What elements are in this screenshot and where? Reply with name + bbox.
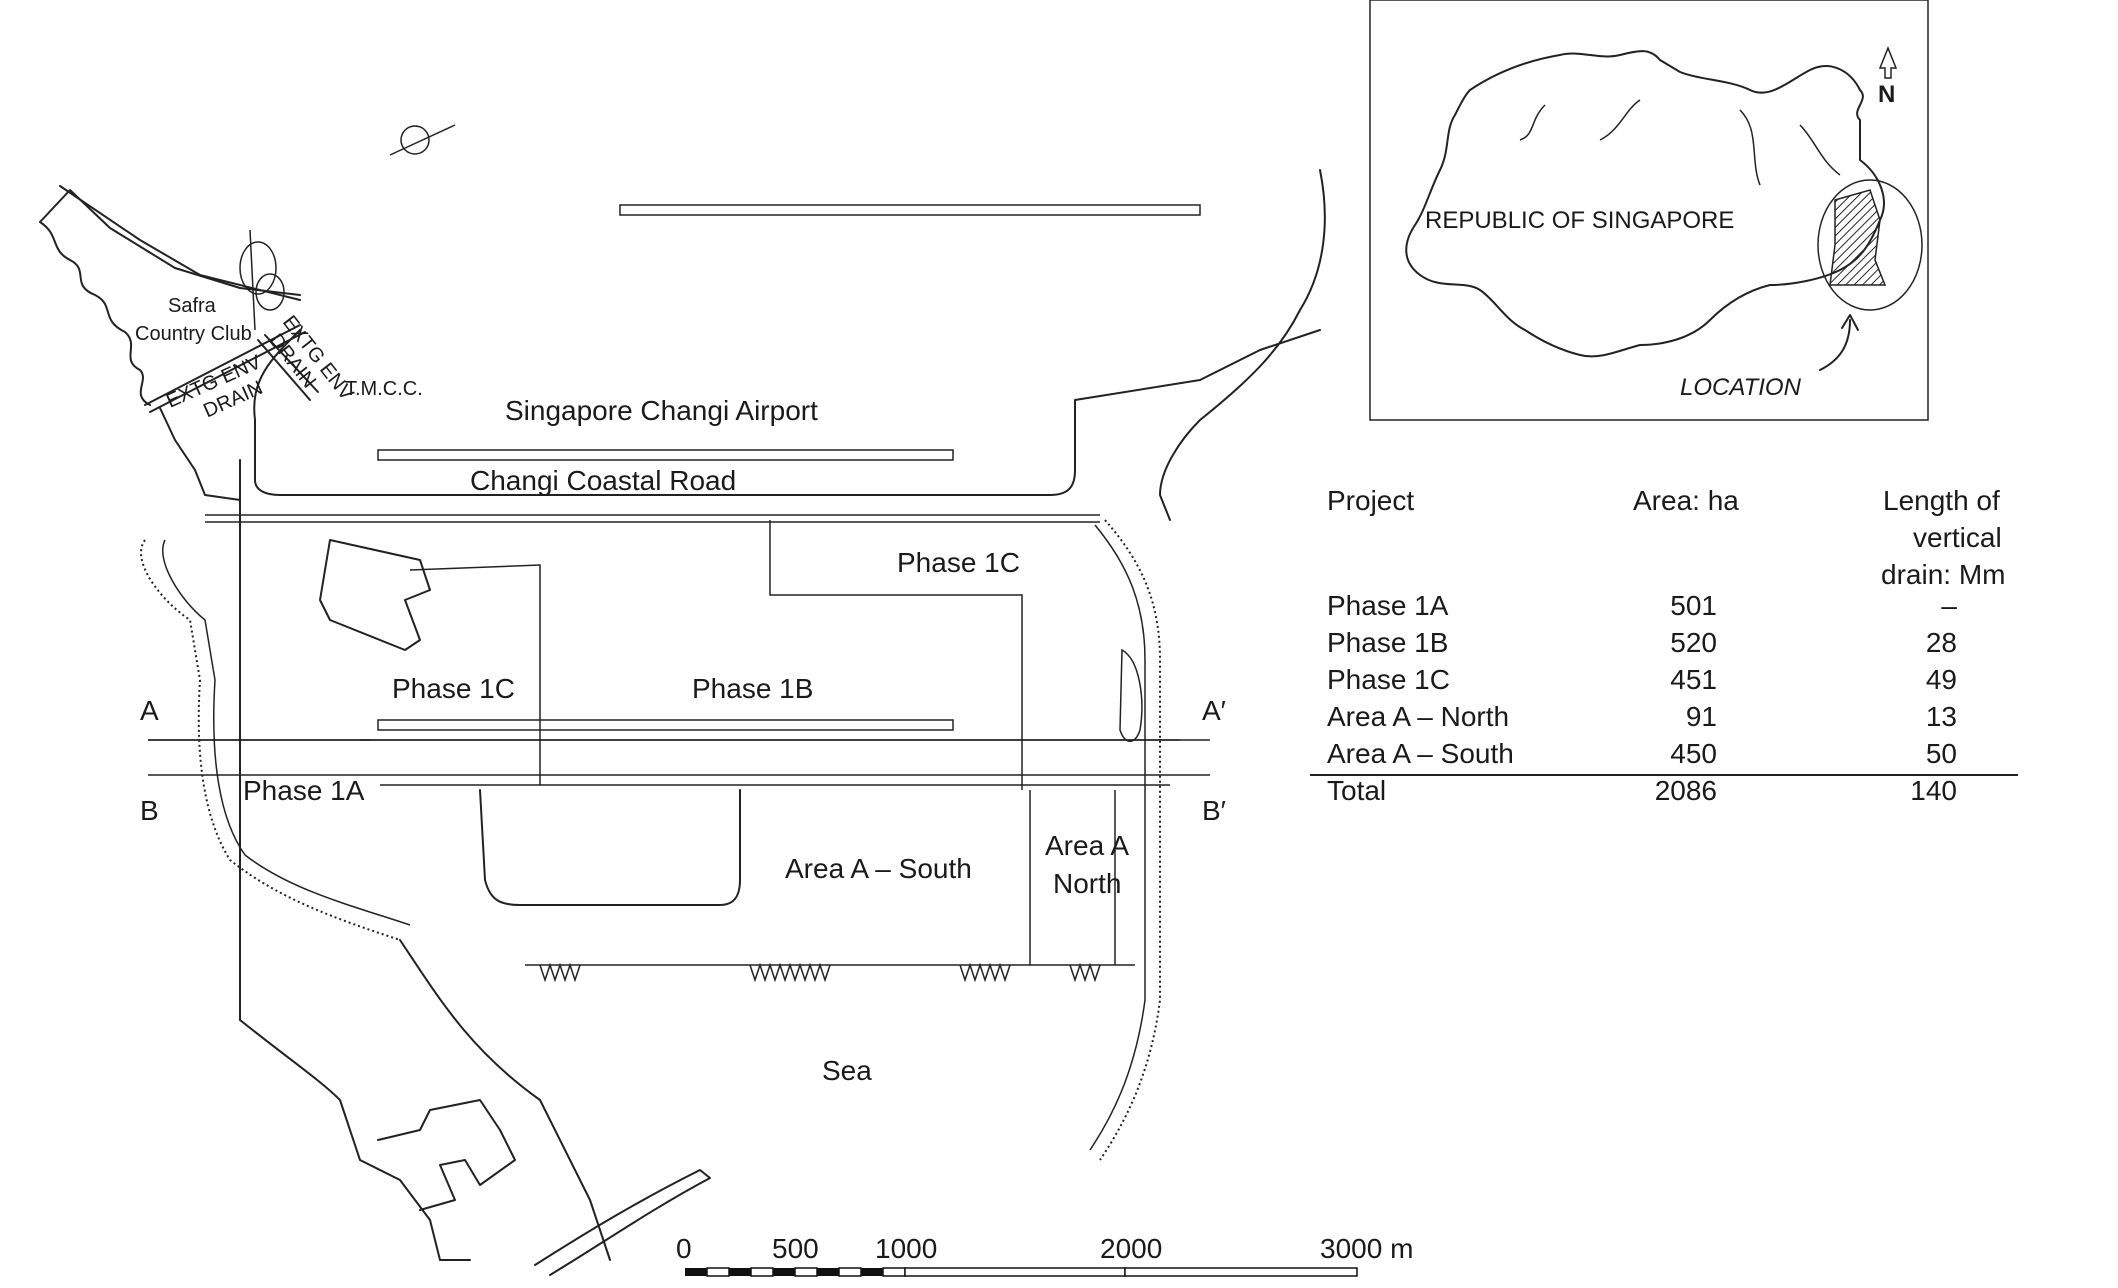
inset-frame xyxy=(1369,0,1929,421)
north-arrow-icon xyxy=(1878,45,1898,79)
scale-tick-500: 500 xyxy=(772,1233,819,1264)
table-cell-project: Area A – North xyxy=(1327,701,1509,732)
table-header-project: Project xyxy=(1327,485,1414,516)
project-table: Project Area: ha Length of vertical drai… xyxy=(1310,485,2018,806)
scale-tick-3000: 3000 m xyxy=(1320,1233,1413,1264)
label-area-a-north-line2: North xyxy=(1053,868,1121,899)
label-drain-west: EXTG ENV DRAIN xyxy=(163,351,266,422)
map-labels: Safra Country Club EXTG ENV DRAIN EXTG E… xyxy=(135,295,1226,1086)
table-cell-area: 451 xyxy=(1670,664,1717,695)
inset-map: REPUBLIC OF SINGAPORE LOCATION N xyxy=(1369,0,1929,421)
table-header-area: Area: ha xyxy=(1633,485,1739,516)
label-airport: Singapore Changi Airport xyxy=(505,395,818,426)
label-phase-1a: Phase 1A xyxy=(243,775,365,806)
label-section-a: A xyxy=(140,695,159,726)
table-cell-drain: 49 xyxy=(1926,664,1957,695)
table-cell-project: Phase 1B xyxy=(1327,627,1448,658)
scale-bar: 0 500 1000 2000 3000 m xyxy=(676,1233,1413,1277)
scale-tick-0: 0 xyxy=(676,1233,692,1264)
table-header-drain-3: drain: Mm xyxy=(1881,559,2005,590)
north-label: N xyxy=(1878,81,1895,108)
coastline-and-roads xyxy=(39,124,1326,1021)
label-drain-east: EXTG ENV DRAIN xyxy=(264,312,358,406)
label-area-a-south: Area A – South xyxy=(785,853,972,884)
label-area-a-north-line1: Area A xyxy=(1045,830,1129,861)
table-header-drain-1: Length of xyxy=(1883,485,2000,516)
table-cell-project: Area A – South xyxy=(1327,738,1514,769)
table-cell-project: Phase 1C xyxy=(1327,664,1450,695)
label-section-a-prime: A′ xyxy=(1202,695,1226,726)
scale-tick-1000: 1000 xyxy=(875,1233,937,1264)
table-header-drain-2: vertical xyxy=(1913,522,2002,553)
label-safra: Safra xyxy=(168,295,217,317)
table-total-drain: 140 xyxy=(1910,775,1957,806)
table-cell-area: 91 xyxy=(1686,701,1717,732)
table-cell-area: 501 xyxy=(1670,590,1717,621)
singapore-outline xyxy=(1405,50,1885,358)
table-total-area: 2086 xyxy=(1655,775,1717,806)
scale-tick-2000: 2000 xyxy=(1100,1233,1162,1264)
table-cell-area: 520 xyxy=(1670,627,1717,658)
location-circle xyxy=(1817,179,1923,311)
label-phase-1c-east: Phase 1C xyxy=(897,547,1020,578)
inset-country-label: REPUBLIC OF SINGAPORE xyxy=(1425,207,1734,234)
table-cell-drain: 50 xyxy=(1926,738,1957,769)
table-cell-drain: – xyxy=(1941,590,1957,621)
table-total-project: Total xyxy=(1327,775,1386,806)
table-cell-area: 450 xyxy=(1670,738,1717,769)
label-phase-1c-west: Phase 1C xyxy=(392,673,515,704)
site-hatch xyxy=(1829,189,1887,286)
table-cell-project: Phase 1A xyxy=(1327,590,1449,621)
label-sea: Sea xyxy=(822,1055,872,1086)
label-tmcc: T.M.C.C. xyxy=(345,378,423,400)
label-country-club: Country Club xyxy=(135,323,252,345)
reclamation-boundaries xyxy=(140,519,1210,1276)
table-cell-drain: 13 xyxy=(1926,701,1957,732)
label-coastal-road: Changi Coastal Road xyxy=(470,465,736,496)
label-section-b-prime: B′ xyxy=(1202,795,1226,826)
label-section-b: B xyxy=(140,795,159,826)
label-phase-1b: Phase 1B xyxy=(692,673,813,704)
inset-location-label: LOCATION xyxy=(1680,374,1802,401)
table-cell-drain: 28 xyxy=(1926,627,1957,658)
